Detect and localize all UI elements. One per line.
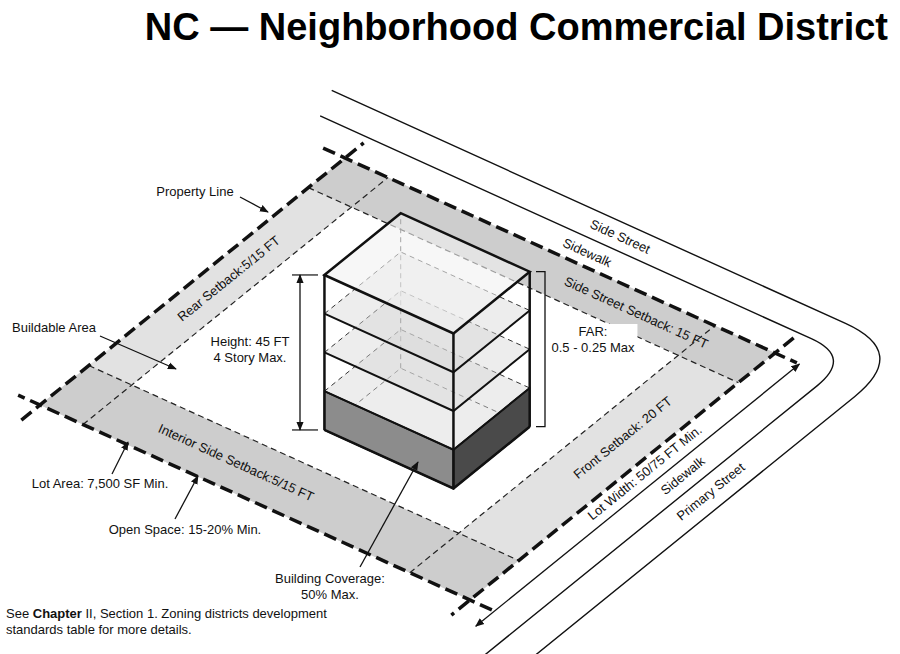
leader-arrow	[240, 197, 268, 212]
building-edge	[528, 272, 531, 427]
floor-line	[324, 349, 529, 411]
leader-arrow	[100, 336, 176, 369]
property-line	[21, 143, 363, 420]
leader-arrow	[175, 476, 198, 519]
callout-label: Property Line	[156, 184, 233, 200]
setback-area	[40, 158, 775, 600]
callout-label: Open Space: 15-20% Min.	[109, 522, 261, 538]
diagram-title: NC — Neighborhood Commercial District	[145, 4, 888, 50]
floor-line	[324, 310, 529, 372]
building-edge	[324, 427, 529, 489]
callout-label: Lot Area: 7,500 SF Min.	[32, 476, 169, 492]
setback-label: Interior Side Setback:5/15 FT	[156, 421, 317, 505]
far-label: FAR: 0.5 - 0.25 Max	[548, 324, 637, 356]
setback-label: Rear Setback:5/15 FT	[175, 233, 284, 325]
roof-outline	[324, 213, 529, 333]
floor-plate	[324, 213, 529, 333]
drawing-layer	[18, 90, 880, 654]
height-dimension	[299, 275, 300, 430]
coverage-label: Building Coverage: 50% Max.	[275, 571, 385, 603]
callout-label: Buildable Area	[12, 320, 96, 336]
leader-arrow	[112, 442, 128, 474]
far-bracket	[536, 272, 545, 427]
building-edge	[452, 333, 455, 488]
ground-floor-face	[454, 388, 530, 489]
street-edge	[320, 116, 833, 654]
floor-line	[324, 388, 529, 450]
dimension-tick	[292, 274, 318, 275]
dimension-tick	[292, 429, 318, 430]
building-edge	[323, 275, 326, 430]
caption-note: See Chapter II, Section 1. Zoning distri…	[6, 606, 327, 638]
height-label: Height: 45 FT 4 Story Max.	[208, 334, 293, 366]
lot-width-dimension	[476, 364, 800, 626]
leader-arrow	[360, 462, 418, 567]
